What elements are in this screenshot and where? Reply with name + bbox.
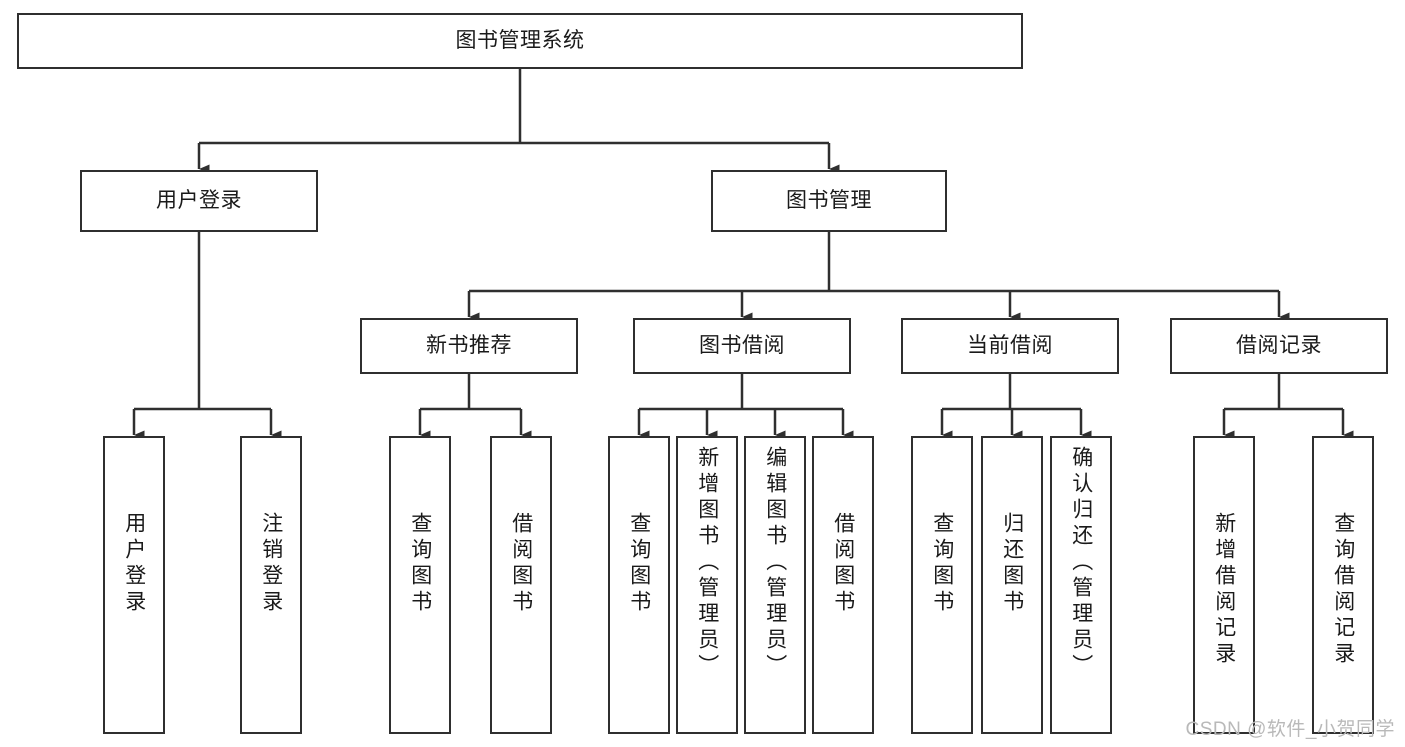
node-label: 新增图书（管理员） [695,446,719,680]
node-label: 查询借阅记录 [1331,512,1355,668]
node-borrow[interactable]: 图书借阅 [633,318,851,374]
node-label: 图书借阅 [699,334,785,358]
node-label: 当前借阅 [967,334,1053,358]
node-leaf-11[interactable]: 确认归还（管理员） [1050,436,1112,734]
node-label: 用户登录 [156,189,242,213]
node-leaf-6[interactable]: 新增图书（管理员） [676,436,738,734]
node-current[interactable]: 当前借阅 [901,318,1119,374]
node-leaf-5[interactable]: 查询图书 [608,436,670,734]
node-label: 查询图书 [627,512,651,616]
node-label: 图书管理系统 [455,29,585,53]
node-label: 查询图书 [408,512,432,616]
node-login[interactable]: 用户登录 [80,170,318,232]
edge-group [132,69,1354,440]
node-label: 新增借阅记录 [1212,512,1236,668]
node-label: 图书管理 [786,189,872,213]
node-newbook[interactable]: 新书推荐 [360,318,578,374]
node-leaf-7[interactable]: 编辑图书（管理员） [744,436,806,734]
node-leaf-2[interactable]: 注销登录 [240,436,302,734]
node-leaf-4[interactable]: 借阅图书 [490,436,552,734]
node-label: 新书推荐 [426,334,512,358]
node-leaf-3[interactable]: 查询图书 [389,436,451,734]
node-leaf-9[interactable]: 查询图书 [911,436,973,734]
node-bookmgmt[interactable]: 图书管理 [711,170,947,232]
node-label: 查询图书 [930,512,954,616]
node-label: 归还图书 [1000,512,1024,616]
node-label: 注销登录 [259,512,283,616]
node-label: 用户登录 [122,512,146,616]
node-leaf-8[interactable]: 借阅图书 [812,436,874,734]
node-label: 借阅记录 [1236,334,1322,358]
node-label: 确认归还（管理员） [1069,446,1093,680]
node-leaf-13[interactable]: 查询借阅记录 [1312,436,1374,734]
node-leaf-1[interactable]: 用户登录 [103,436,165,734]
node-label: 借阅图书 [831,512,855,616]
node-root[interactable]: 图书管理系统 [17,13,1023,69]
node-records[interactable]: 借阅记录 [1170,318,1388,374]
node-label: 编辑图书（管理员） [763,446,787,680]
node-label: 借阅图书 [509,512,533,616]
node-leaf-12[interactable]: 新增借阅记录 [1193,436,1255,734]
node-leaf-10[interactable]: 归还图书 [981,436,1043,734]
